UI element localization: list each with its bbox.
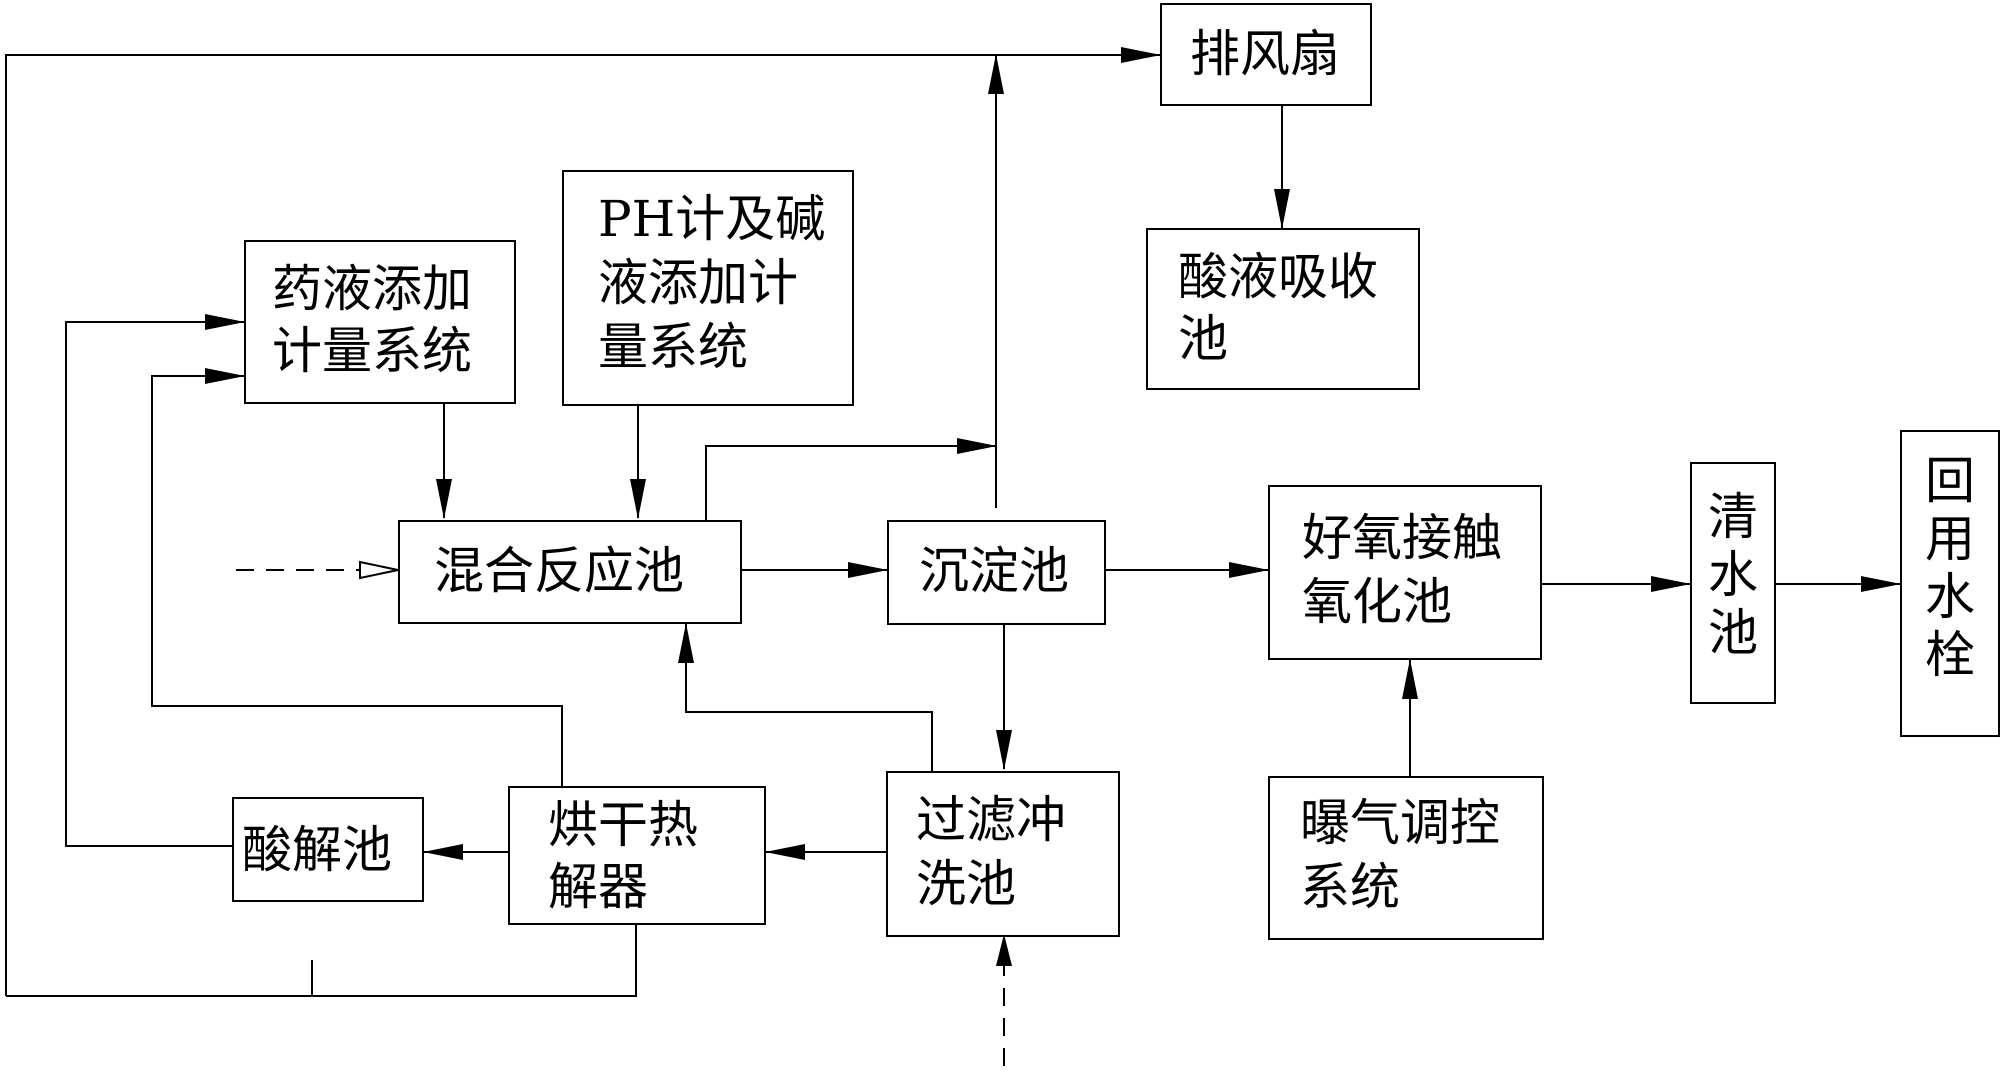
clear-water-tank-box: 清水池 <box>1690 462 1776 704</box>
arrow-wash-input <box>996 934 1012 966</box>
dosing-system-label-line2: 计量系统 <box>272 322 472 380</box>
dosing-system-box: 药液添加 计量系统 <box>244 240 516 404</box>
reuse-hydrant-label: 回用水栓 <box>1925 452 1975 684</box>
ph-dosing-label-line1: PH计及碱 <box>598 190 826 248</box>
drying-pyrolysis-box: 烘干热 解器 <box>508 786 766 925</box>
acid-hydrolysis-tank-label: 酸解池 <box>242 821 392 879</box>
exhaust-fan-box: 排风扇 <box>1160 3 1372 106</box>
aerobic-label-line2: 氧化池 <box>1302 573 1452 631</box>
arrow-raw-input <box>359 560 399 580</box>
ph-dosing-label-line2: 液添加计 <box>598 254 798 312</box>
acid-hydrolysis-tank-box: 酸解池 <box>232 797 424 902</box>
filter-wash-label-line1: 过滤冲 <box>916 791 1066 849</box>
line-filter-to-mixing <box>678 623 933 771</box>
acid-absorption-box: 酸液吸收 池 <box>1146 228 1420 390</box>
aerobic-contact-oxidation-box: 好氧接触 氧化池 <box>1268 485 1542 660</box>
aeration-control-system-box: 曝气调控 系统 <box>1268 776 1544 940</box>
ph-dosing-box: PH计及碱 液添加计 量系统 <box>562 170 854 406</box>
dosing-system-label-line1: 药液添加 <box>272 260 472 318</box>
aeration-control-label-line1: 曝气调控 <box>1300 794 1500 852</box>
settling-tank-box: 沉淀池 <box>887 520 1106 625</box>
line-acid-to-dosing <box>65 314 245 847</box>
filter-wash-label-line2: 洗池 <box>916 855 1016 913</box>
clear-water-tank-label: 清水池 <box>1708 488 1758 662</box>
aerobic-label-line1: 好氧接触 <box>1302 509 1502 567</box>
drying-pyrolysis-label-line1: 烘干热 <box>548 796 698 854</box>
mixing-reaction-tank-label: 混合反应池 <box>434 542 684 600</box>
line-outer-loop <box>5 55 1160 997</box>
filter-wash-tank-box: 过滤冲 洗池 <box>886 771 1120 937</box>
exhaust-fan-label: 排风扇 <box>1190 25 1340 83</box>
reuse-hydrant-box: 回用水栓 <box>1900 430 2000 737</box>
acid-absorption-label-line2: 池 <box>1178 310 1228 368</box>
line-mixing-to-riser <box>705 438 997 520</box>
ph-dosing-label-line3: 量系统 <box>598 318 748 376</box>
line-dryer-to-dosing <box>151 368 563 786</box>
mixing-reaction-tank-box: 混合反应池 <box>398 520 742 624</box>
drying-pyrolysis-label-line2: 解器 <box>548 858 648 916</box>
aeration-control-label-line2: 系统 <box>1300 858 1400 916</box>
acid-absorption-label-line1: 酸液吸收 <box>1178 248 1378 306</box>
settling-tank-label: 沉淀池 <box>919 542 1069 600</box>
